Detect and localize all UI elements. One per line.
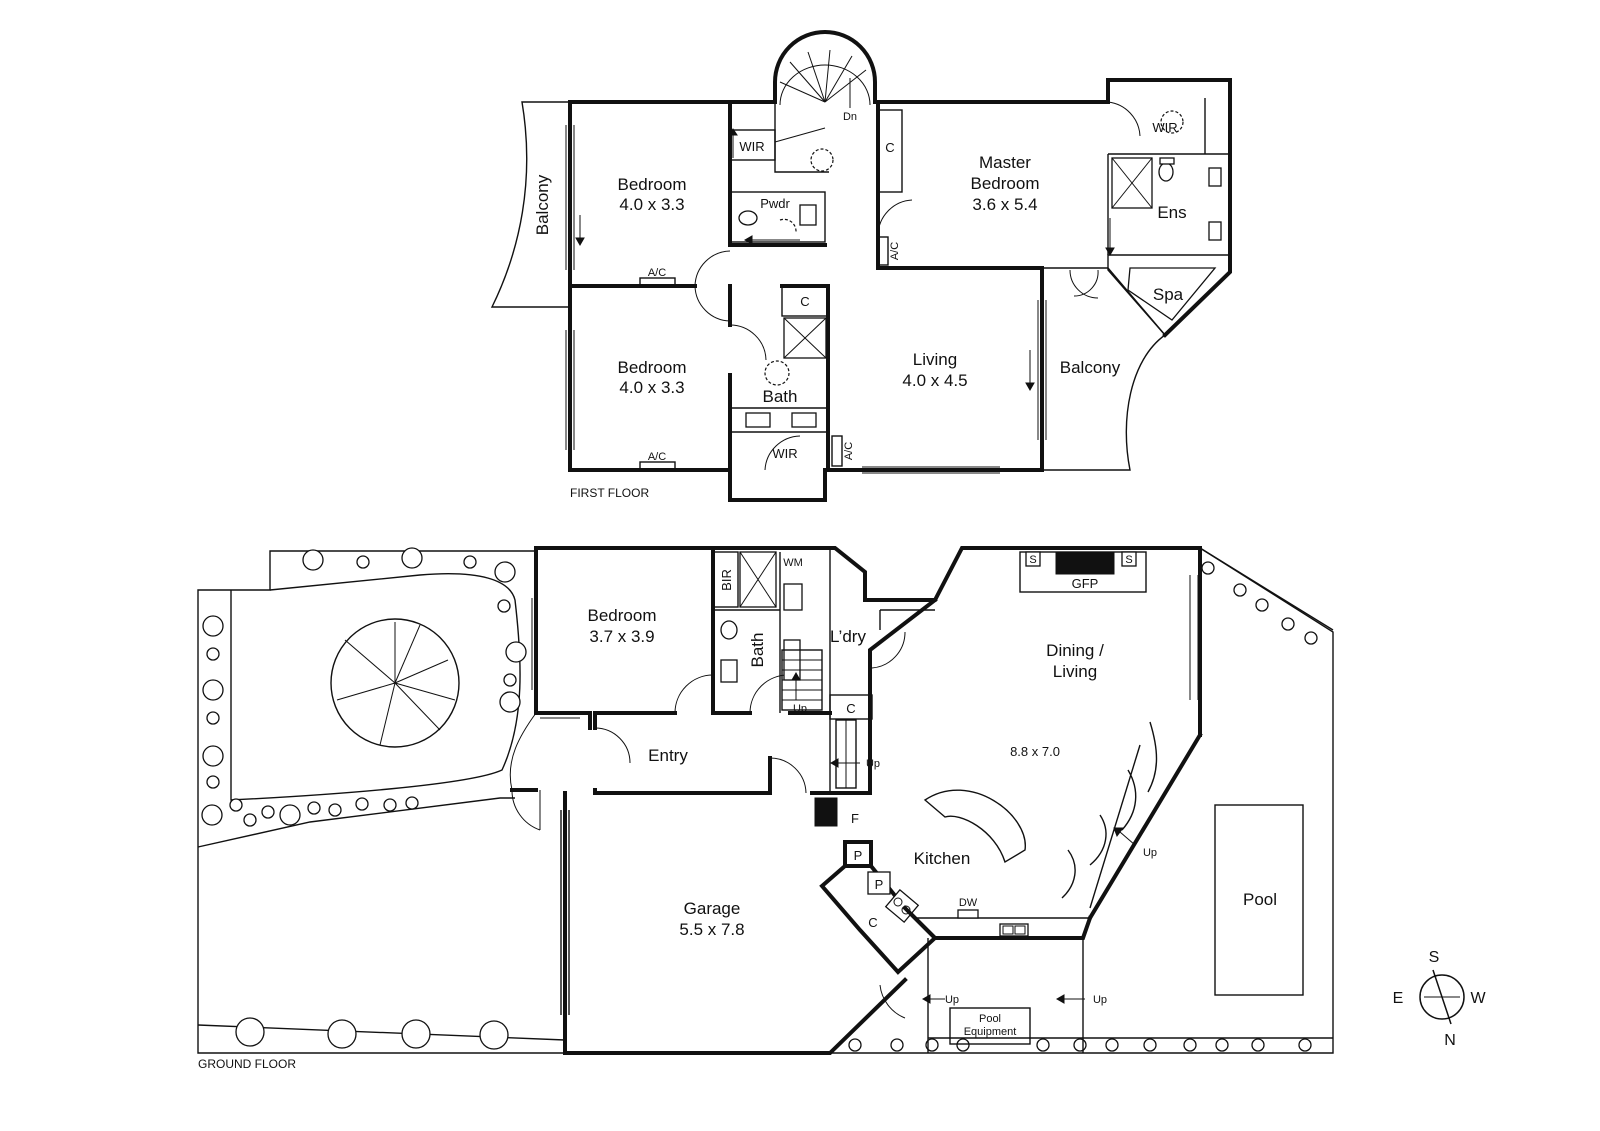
master-label-1: Master (979, 153, 1031, 172)
garage-size: 5.5 x 7.8 (679, 920, 744, 939)
downlight-stair (810, 148, 834, 172)
ground-floor-caption: GROUND FLOOR (198, 1057, 296, 1071)
pool-equipment-label-1: Pool (979, 1013, 1001, 1025)
compass-icon: S W E N (1393, 949, 1487, 1049)
gfp-label: GFP (1072, 576, 1099, 591)
dining-label-1: Dining / (1046, 641, 1104, 660)
dining-label-2: Living (1053, 662, 1097, 681)
wir-top-room (729, 129, 776, 161)
bir-label: BIR (719, 569, 734, 591)
compass-n: N (1444, 1032, 1456, 1049)
side-yard-boundary (830, 547, 1334, 1054)
up-stairs-label: Up (793, 703, 807, 715)
ground-bath-label: Bath (748, 633, 767, 668)
left-balcony-outline (490, 101, 571, 308)
left-balcony-label: Balcony (533, 174, 552, 235)
gfp-s-right: S (1125, 554, 1132, 566)
spiral-stair (773, 30, 877, 104)
living-size: 4.0 x 4.5 (902, 371, 967, 390)
compass-s: S (1429, 949, 1440, 966)
dishwasher-label: DW (959, 897, 978, 909)
bir-room (712, 551, 739, 608)
wir-master-label: WIR (1152, 120, 1177, 135)
bedroom1-size: 4.0 x 3.3 (619, 195, 684, 214)
ac-label-3: A/C (889, 242, 901, 260)
closet-kitchen-label: C (868, 915, 877, 930)
dining-size: 8.8 x 7.0 (1010, 744, 1060, 759)
laundry-label: L’dry (830, 627, 866, 646)
sink-icon (999, 923, 1029, 937)
closet-laundry-label: C (846, 701, 855, 716)
fridge-label: F (851, 811, 859, 826)
shrub-row (201, 547, 1318, 1052)
master-label-2: Bedroom (971, 174, 1040, 193)
pool-label: Pool (1243, 890, 1277, 909)
first-floor: Dn WIR Pwdr (490, 30, 1232, 502)
first-floor-caption: FIRST FLOOR (570, 486, 649, 500)
ground-bedroom-size: 3.7 x 3.9 (589, 627, 654, 646)
pool-equipment-box (949, 1007, 1031, 1045)
compass-e: E (1393, 990, 1404, 1007)
wir-bottom-label: WIR (772, 446, 797, 461)
powder-label: Pwdr (760, 196, 790, 211)
entry-label: Entry (648, 746, 688, 765)
fridge-block (814, 797, 838, 827)
bedroom2-label: Bedroom (618, 358, 687, 377)
right-balcony-outline (1042, 267, 1167, 471)
kitchen-label: Kitchen (914, 849, 971, 868)
down-label: Dn (843, 111, 857, 123)
compass-w: W (1470, 990, 1486, 1007)
pantry-2 (867, 871, 891, 895)
bath-upper-label: Bath (763, 387, 798, 406)
tree-icon (330, 618, 460, 748)
gfp-s-left: S (1029, 554, 1036, 566)
powder-room (729, 191, 826, 243)
garage-label: Garage (684, 899, 741, 918)
bedroom1-label: Bedroom (618, 175, 687, 194)
wir-top-label: WIR (739, 139, 764, 154)
spa-label: Spa (1153, 285, 1184, 304)
ac-label-1: A/C (648, 267, 666, 279)
wm-label: WM (783, 557, 803, 569)
basin-icon (799, 204, 817, 226)
bedroom2-size: 4.0 x 3.3 (619, 378, 684, 397)
pool (1214, 804, 1304, 996)
master-size: 3.6 x 5.4 (972, 195, 1037, 214)
living-label: Living (913, 350, 957, 369)
ground-bedroom-label: Bedroom (588, 606, 657, 625)
up-dining-label: Up (1143, 847, 1157, 859)
ac-label-2: A/C (648, 451, 666, 463)
ac-label-4: A/C (843, 442, 855, 460)
garden-boundary (197, 550, 565, 1054)
closet-mid-label: C (800, 294, 809, 309)
ensuite-label: Ens (1157, 203, 1186, 222)
closet-top-label: C (885, 140, 894, 155)
pantry-2-label: P (875, 877, 884, 892)
up-side2-label: Up (1093, 994, 1107, 1006)
toilet-icon (738, 210, 758, 226)
ground-floor-outer-wall (534, 546, 1202, 737)
closet-top (877, 109, 903, 193)
ground-floor: Bedroom 3.7 x 3.9 Entry BIR WM Bath Up L… (197, 546, 1334, 1071)
up-side1-label: Up (945, 994, 959, 1006)
island-bench (923, 789, 1026, 864)
fireplace-icon (1055, 551, 1115, 575)
pantry-1-label: P (854, 848, 863, 863)
pool-equipment-label-2: Equipment (964, 1026, 1017, 1038)
right-balcony-label: Balcony (1060, 358, 1121, 377)
